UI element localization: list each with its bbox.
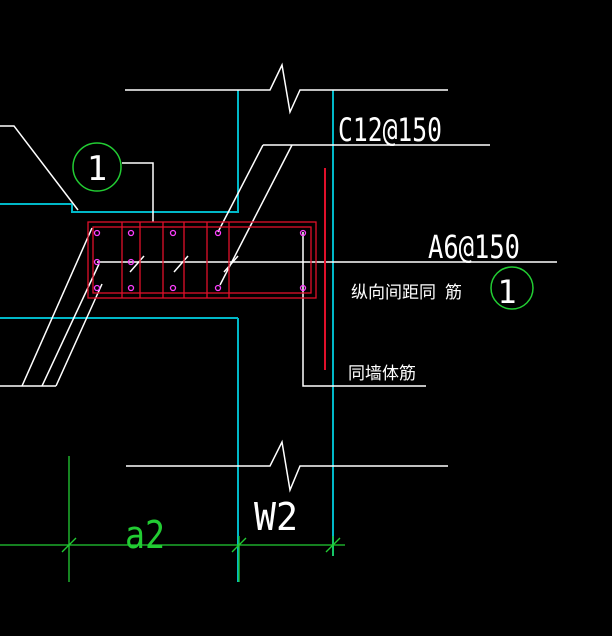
label-wall-note: 同墙体筋 xyxy=(348,364,416,384)
bubble-right: 1 xyxy=(490,266,534,311)
tick-3 xyxy=(223,255,239,273)
tick-2 xyxy=(173,255,189,273)
bar-dot xyxy=(127,229,135,237)
diag-bar-2 xyxy=(41,263,100,387)
bubble-right-circle xyxy=(490,266,534,310)
leader-bubble-left xyxy=(122,162,154,222)
bar-dot xyxy=(299,229,307,237)
dimension-lines xyxy=(0,456,345,582)
bubble-left-text: 1 xyxy=(87,149,107,189)
dim-tick-right xyxy=(325,537,341,553)
leader-lines xyxy=(0,125,557,387)
dim-label-right: W2 xyxy=(254,495,298,539)
bar-dot xyxy=(169,284,177,292)
bar-dot xyxy=(214,229,222,237)
bar-dot xyxy=(299,284,307,292)
bubble-right-text: 1 xyxy=(497,273,516,311)
bar-dot xyxy=(93,229,101,237)
label-rebar-stirrup: A6@150 xyxy=(428,228,520,266)
dim-label-left: a2 xyxy=(125,513,165,557)
stirrup-cage xyxy=(87,168,326,370)
break-line-top xyxy=(125,62,448,115)
wall-line-top-inner xyxy=(71,90,239,213)
stirrup-inner xyxy=(92,226,312,294)
bar-dot xyxy=(214,284,222,292)
dim-tick-left xyxy=(61,537,77,553)
leader-c12-diag-1 xyxy=(217,144,264,233)
diag-bar-3 xyxy=(55,283,103,387)
label-longitudinal-note-suffix: 筋 xyxy=(445,283,462,303)
break-line-bottom xyxy=(126,439,448,493)
bar-dot xyxy=(169,229,177,237)
label-rebar-top: C12@150 xyxy=(338,111,442,149)
bubble-left-circle xyxy=(72,142,122,192)
diag-bar-1 xyxy=(21,227,93,387)
bar-dot xyxy=(93,284,101,292)
stirrup-outer xyxy=(87,221,317,299)
bubble-left: 1 xyxy=(72,142,122,192)
leader-wall-note xyxy=(302,232,426,387)
bar-dot xyxy=(127,258,135,266)
dim-tick-middle xyxy=(231,537,247,553)
wall-outlines xyxy=(0,90,334,582)
rebar-dots xyxy=(93,229,307,292)
label-longitudinal-note: 纵向间距同 xyxy=(351,283,436,303)
bar-dot xyxy=(127,284,135,292)
tick-1 xyxy=(129,255,145,273)
bar-dot xyxy=(93,258,101,266)
leader-left-top xyxy=(0,125,79,211)
break-lines xyxy=(125,62,448,493)
